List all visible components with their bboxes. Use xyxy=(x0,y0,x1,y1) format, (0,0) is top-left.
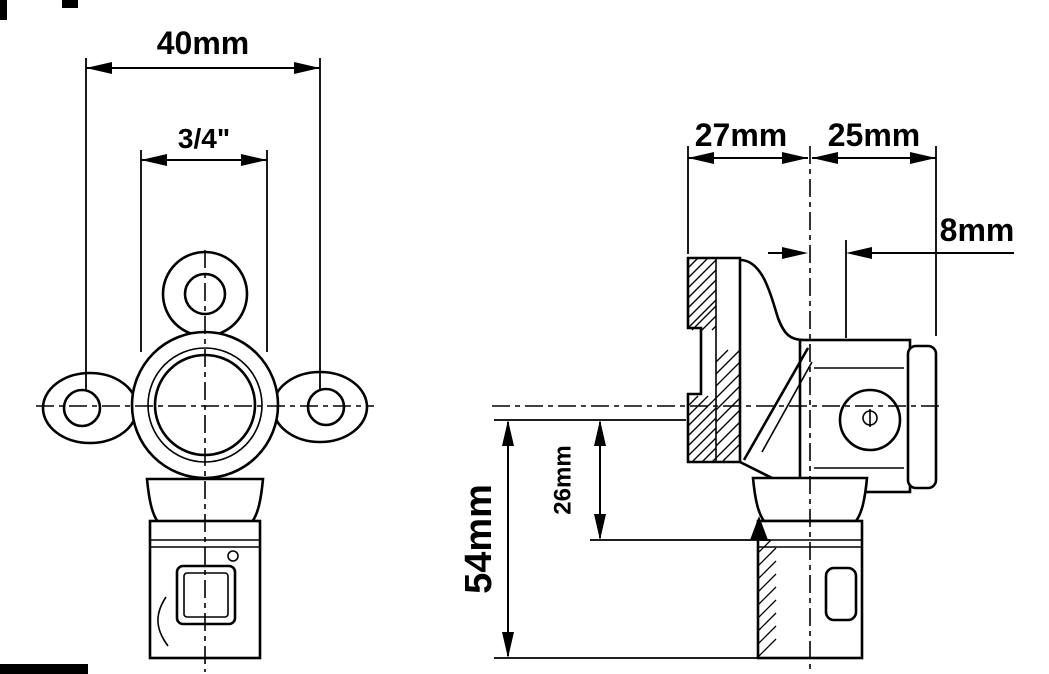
side-hatch-body xyxy=(715,349,741,463)
scan-mark-top-left xyxy=(0,0,7,20)
side-sleeve-window xyxy=(824,566,858,622)
front-sleeve-pin xyxy=(227,550,239,562)
side-hatch-upper xyxy=(687,257,717,331)
side-cone-edge xyxy=(742,347,810,461)
side-top-transition xyxy=(739,258,805,342)
dim-side-offset: 8mm xyxy=(768,212,1014,338)
dim-label-side-inner-height: 26mm xyxy=(550,445,577,514)
scan-artifacts xyxy=(0,0,88,674)
dim-label-side-left-depth: 27mm xyxy=(695,117,788,153)
dim-side-inner-height: 26mm xyxy=(550,420,770,541)
dim-front-thread: 3/4" xyxy=(140,123,268,352)
front-left-screw-hole xyxy=(62,388,102,428)
dim-side-right-depth: 25mm xyxy=(812,117,937,336)
scan-mark-top xyxy=(62,0,78,8)
scan-mark-bottom-left xyxy=(0,664,88,674)
front-sleeve-window-outer xyxy=(175,564,237,626)
dim-side-total-height: 54mm xyxy=(458,419,764,659)
dim-label-side-total-height: 54mm xyxy=(458,484,500,594)
side-cone-inner-edge xyxy=(761,361,813,453)
dim-front-width: 40mm xyxy=(85,25,321,390)
front-view xyxy=(41,250,369,660)
dim-label-side-offset: 8mm xyxy=(940,212,1015,248)
dim-label-front-thread: 3/4" xyxy=(178,123,230,154)
front-crimp-curve xyxy=(157,596,169,647)
side-hatch-lower xyxy=(687,395,717,463)
front-right-screw-hole xyxy=(306,387,346,427)
front-sleeve-window-inner xyxy=(183,572,229,618)
side-pipe-wall-hatch xyxy=(757,539,777,658)
side-seal-pointer xyxy=(750,516,768,540)
dim-label-side-right-depth: 25mm xyxy=(828,117,921,153)
dim-label-front-width: 40mm xyxy=(157,25,250,61)
dim-side-left-depth: 27mm xyxy=(687,117,808,254)
side-socket-end-cap xyxy=(906,344,938,490)
center-lines xyxy=(36,146,942,672)
dimensions: 40mm 3/4" 27mm 25mm xyxy=(85,25,1014,659)
